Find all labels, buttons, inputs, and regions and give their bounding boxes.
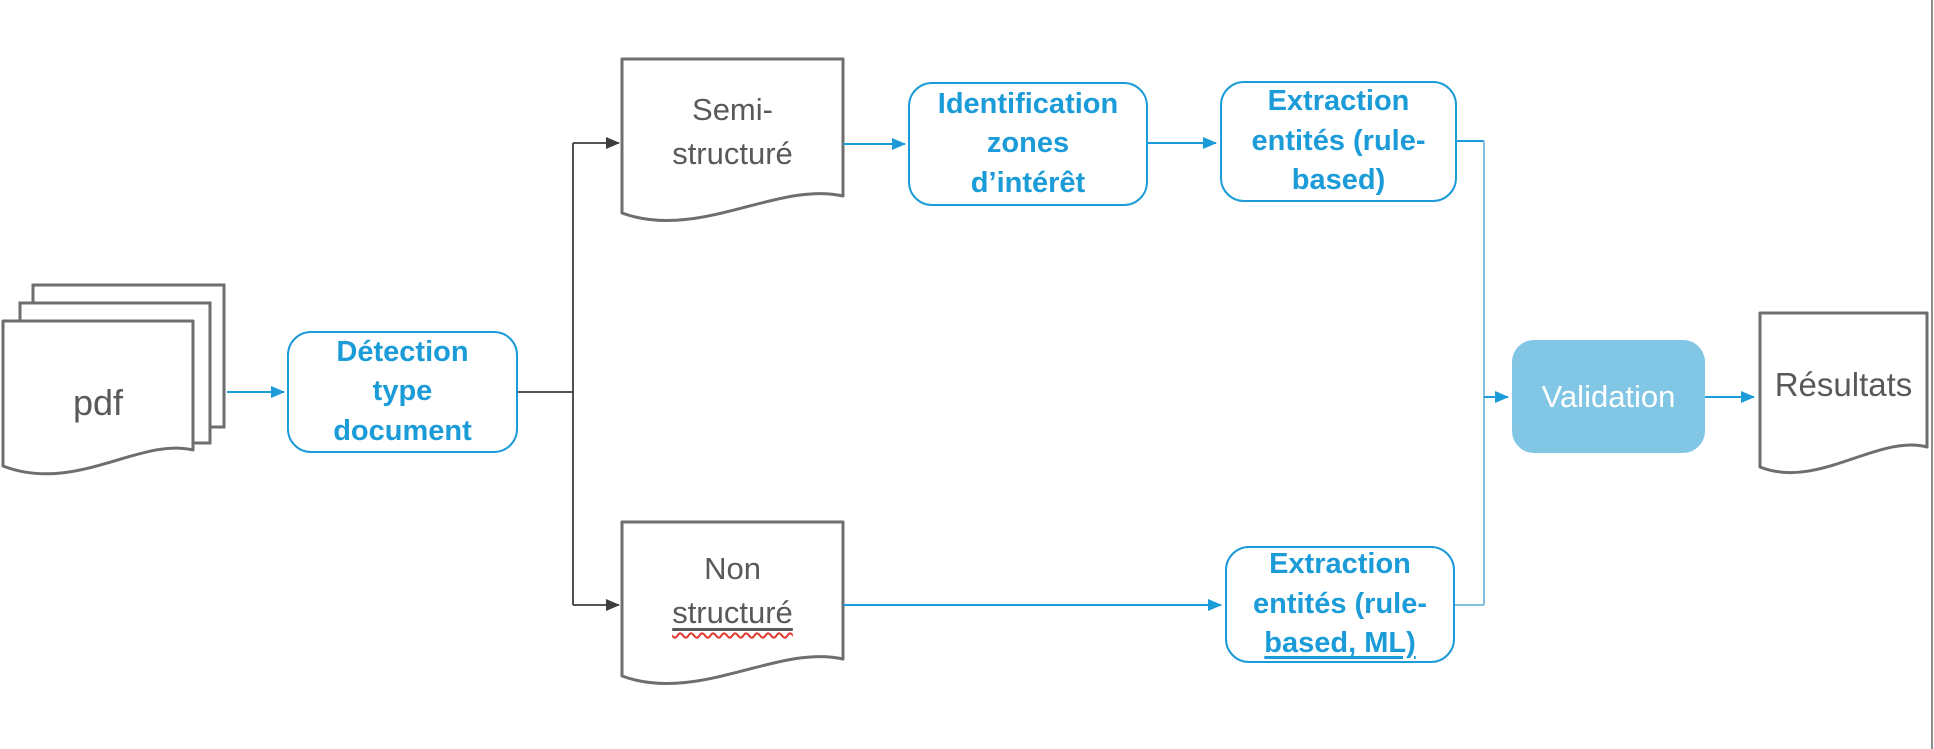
node-non-structure-label: Non structuré bbox=[622, 525, 843, 657]
node-extraction-rule-based-ml: Extraction entités (rule- based, ML) bbox=[1225, 546, 1455, 663]
detection-line3: document bbox=[333, 414, 472, 447]
non-line2-underline: structuré bbox=[672, 591, 793, 635]
right-edge-border bbox=[1931, 0, 1933, 749]
identification-line2: zones bbox=[986, 127, 1070, 160]
identification-line1: Identification bbox=[937, 87, 1119, 120]
non-line2: structuré bbox=[672, 595, 793, 630]
validation-label: Validation bbox=[1541, 378, 1676, 414]
detection-line2: type bbox=[372, 375, 433, 408]
non-line1: Non bbox=[704, 550, 761, 586]
extraction-top-line1: Extraction bbox=[1267, 85, 1410, 118]
semi-line1: Semi- bbox=[692, 91, 773, 127]
node-validation: Validation bbox=[1512, 340, 1705, 453]
identification-line3: d’intérêt bbox=[970, 166, 1086, 199]
pdf-sheet-front bbox=[1, 319, 195, 476]
node-pdf-label: pdf bbox=[3, 345, 193, 460]
extraction-bottom-line1: Extraction bbox=[1269, 548, 1411, 581]
semi-line2: structuré bbox=[672, 136, 793, 171]
node-detection-type-document: Détection type document bbox=[287, 331, 518, 453]
resultats-doc-shape bbox=[1758, 311, 1929, 474]
extraction-top-line2: entités (rule- bbox=[1251, 124, 1426, 157]
node-extraction-rule-based: Extraction entités (rule- based) bbox=[1220, 81, 1457, 202]
non-structure-doc-shape bbox=[620, 520, 845, 686]
resultats-text: Résultats bbox=[1774, 366, 1913, 403]
semi-structure-doc-shape bbox=[620, 57, 845, 223]
extraction-bottom-line2: entités (rule- bbox=[1252, 587, 1428, 620]
node-identification-zones: Identification zones d’intérêt bbox=[908, 82, 1148, 206]
node-semi-structure-label: Semi- structuré bbox=[622, 62, 843, 202]
extraction-bottom-line3: based, ML) bbox=[1264, 627, 1416, 660]
node-resultats-label: Résultats bbox=[1760, 316, 1927, 454]
detection-line1: Détection bbox=[336, 335, 469, 368]
extraction-top-line3: based) bbox=[1291, 164, 1386, 197]
pdf-text: pdf bbox=[72, 381, 124, 423]
